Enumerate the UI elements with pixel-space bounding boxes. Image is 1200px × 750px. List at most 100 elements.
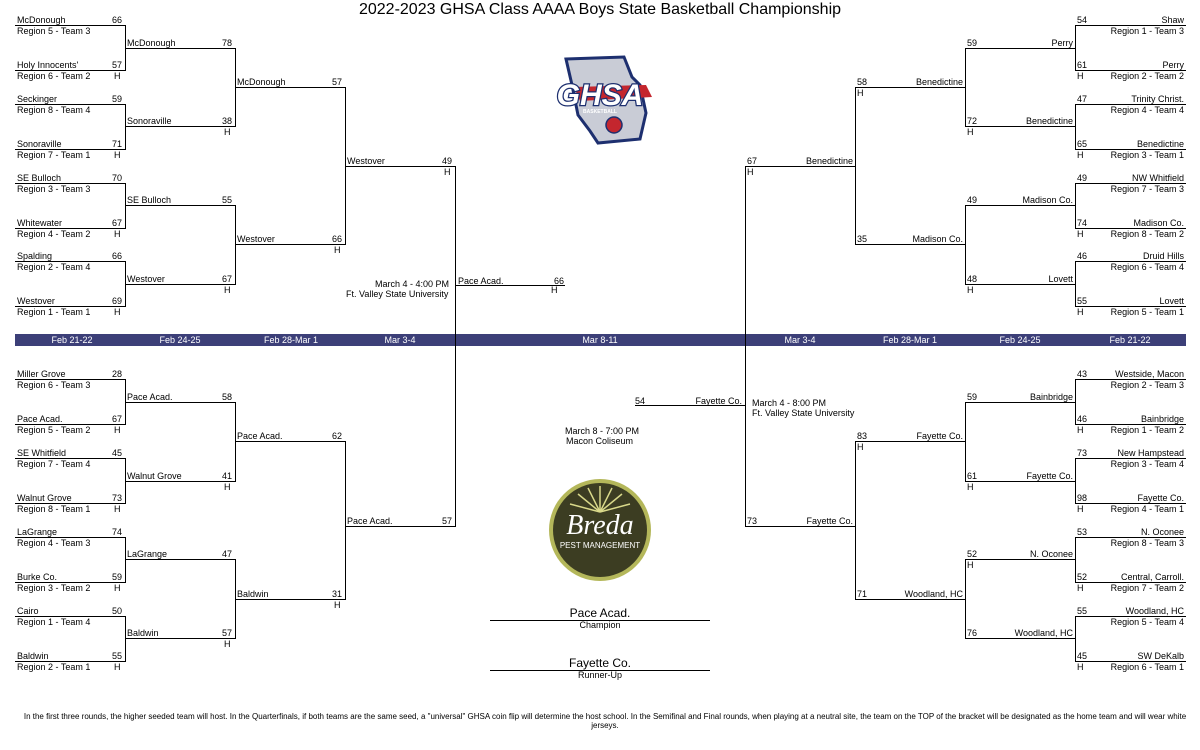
- bracket-line: [15, 149, 125, 150]
- bracket-line: [1075, 25, 1186, 26]
- bracket-line: [15, 70, 125, 71]
- final-date: March 8 - 7:00 PM: [565, 426, 640, 436]
- team-score: 49: [441, 156, 452, 166]
- bracket-line: [1075, 616, 1186, 617]
- team-score: 57: [111, 60, 122, 70]
- team-seed: Region 7 - Team 4: [17, 459, 91, 469]
- bracket-line: [1075, 149, 1186, 150]
- host-marker: H: [1077, 425, 1084, 435]
- team-score: 49: [967, 195, 978, 205]
- bracket-line: [1075, 616, 1076, 662]
- page-title: 2022-2023 GHSA Class AAAA Boys State Bas…: [358, 1, 842, 18]
- team-score: 41: [221, 471, 232, 481]
- host-marker: H: [224, 127, 231, 137]
- team-seed: Region 8 - Team 2: [1110, 229, 1184, 239]
- team-name: Bainbridge: [1140, 414, 1184, 424]
- host-marker: H: [224, 639, 231, 649]
- date-label: Feb 24-25: [999, 335, 1041, 345]
- bracket-line: [1075, 379, 1186, 380]
- breda-logo-subtext: PEST MANAGEMENT: [560, 541, 640, 550]
- team-score: 72: [967, 116, 978, 126]
- team-name: Miller Grove: [17, 369, 66, 379]
- team-score: 55: [221, 195, 232, 205]
- bracket-line: [965, 205, 1075, 206]
- bracket-line: [745, 166, 746, 527]
- team-score: 38: [221, 116, 232, 126]
- red-stripe: [574, 85, 652, 101]
- team-name: Westover: [127, 274, 165, 284]
- team-score: 47: [221, 549, 232, 559]
- host-marker: H: [967, 127, 974, 137]
- team-name: Westside, Macon: [1115, 369, 1184, 379]
- bracket-line: [15, 458, 125, 459]
- bracket-line: [1075, 228, 1186, 229]
- host-marker: H: [114, 504, 121, 514]
- team-name: Fayette Co.: [806, 516, 853, 526]
- semifinal-winner: Fayette Co.: [695, 396, 742, 406]
- team-seed: Region 5 - Team 1: [1110, 307, 1184, 317]
- bracket-line: [125, 205, 235, 206]
- breda-logo: Breda PEST MANAGEMENT: [549, 479, 651, 581]
- team-score: 61: [967, 471, 978, 481]
- host-marker: H: [114, 71, 121, 81]
- team-name: Cairo: [17, 606, 39, 616]
- semifinal-venue: Ft. Valley State University: [346, 289, 449, 299]
- team-score: 54: [1077, 15, 1088, 25]
- bracket-line: [15, 379, 125, 380]
- bracket-line: [1075, 458, 1076, 504]
- date-label: Mar 3-4: [384, 335, 416, 345]
- team-score: 66: [331, 234, 342, 244]
- host-marker: H: [114, 662, 121, 672]
- team-name: Walnut Grove: [17, 493, 72, 503]
- host-marker: H: [1077, 662, 1084, 672]
- team-name: Perry: [1051, 38, 1073, 48]
- bracket-line: [855, 599, 965, 600]
- team-name: Benedictine: [915, 77, 963, 87]
- team-seed: Region 2 - Team 1: [17, 662, 91, 672]
- team-score: 53: [1077, 527, 1088, 537]
- host-marker: H: [334, 600, 341, 610]
- team-score: 73: [1077, 448, 1088, 458]
- host-marker: H: [224, 482, 231, 492]
- semifinal-score: 54: [635, 396, 646, 406]
- team-name: Bainbridge: [1029, 392, 1073, 402]
- host-marker: H: [857, 442, 864, 452]
- team-score: 74: [1077, 218, 1088, 228]
- bracket-line: [1075, 537, 1186, 538]
- bracket-line: [15, 537, 125, 538]
- bracket-line: [125, 126, 235, 127]
- footnote: In the first three rounds, the higher se…: [23, 712, 1187, 730]
- team-score: 71: [857, 589, 868, 599]
- team-name: Baldwin: [17, 651, 49, 661]
- bracket-line: [1075, 70, 1186, 71]
- team-seed: Region 2 - Team 3: [1110, 380, 1184, 390]
- sunburst-icon: [569, 486, 631, 513]
- bracket-line: [1075, 261, 1186, 262]
- team-seed: Region 7 - Team 2: [1110, 583, 1184, 593]
- host-marker: H: [1077, 150, 1084, 160]
- team-score: 83: [857, 431, 868, 441]
- bracket-line: [455, 166, 456, 527]
- team-score: 66: [111, 251, 122, 261]
- team-score: 58: [221, 392, 232, 402]
- bracket-line: [15, 503, 125, 504]
- champion-name: Pace Acad.: [569, 606, 631, 620]
- bracket-line: [1075, 458, 1186, 459]
- bracket-line: [125, 402, 235, 403]
- team-score: 52: [1077, 572, 1088, 582]
- team-name: Baldwin: [237, 589, 269, 599]
- bracket-line: [235, 87, 345, 88]
- team-seed: Region 6 - Team 2: [17, 71, 91, 81]
- ghsa-logo-text: GHSA: [557, 79, 644, 112]
- team-score: 59: [111, 94, 122, 104]
- team-name: N. Oconee: [1140, 527, 1184, 537]
- bracket-line: [235, 244, 345, 245]
- bracket-line: [1075, 582, 1186, 583]
- host-marker: H: [857, 88, 864, 98]
- team-name: Benedictine: [1025, 116, 1073, 126]
- team-name: LaGrange: [127, 549, 168, 559]
- team-name: SE Bulloch: [127, 195, 172, 205]
- bracket-line: [125, 616, 126, 662]
- host-marker: H: [114, 425, 121, 435]
- team-name: Seckinger: [17, 94, 58, 104]
